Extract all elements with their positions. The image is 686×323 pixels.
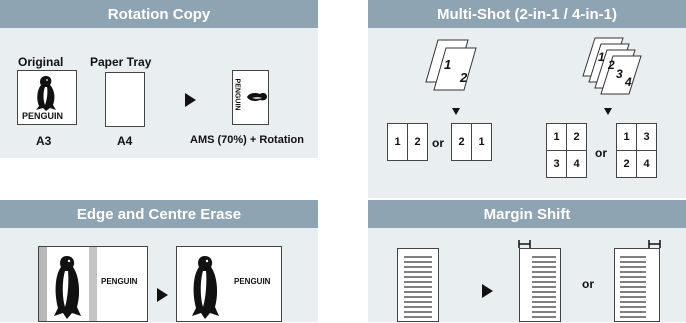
layout-4in1-cell: 3 xyxy=(546,150,567,178)
layout-2in1-cell: 1 xyxy=(471,123,492,161)
penguin-image xyxy=(192,256,219,319)
rotated-penguin-image xyxy=(247,93,267,101)
text-lines xyxy=(620,256,646,318)
edge-centre-erase-title: Edge and Centre Erase xyxy=(0,200,318,228)
penguin-text: PENGUIN xyxy=(22,111,64,121)
or-label: or xyxy=(582,277,594,291)
arrow-right-icon xyxy=(482,284,493,298)
layout-4in1-cell: 1 xyxy=(616,123,637,151)
multi-shot-title: Multi-Shot (2-in-1 / 4-in-1) xyxy=(368,0,686,28)
penguin-image xyxy=(36,76,56,111)
tray-size-label: A4 xyxy=(117,134,133,148)
layout-4in1-cell: 2 xyxy=(566,123,587,151)
edge-centre-erase-panel: Edge and Centre Erase PENGUIN PENGUIN xyxy=(0,200,318,322)
book-original-page: PENGUIN xyxy=(38,246,148,322)
right-shift-page xyxy=(614,248,660,322)
sheet-number: 3 xyxy=(616,67,623,81)
text-lines xyxy=(532,256,556,318)
arrow-right-icon xyxy=(157,288,168,302)
left-shift-page xyxy=(519,248,561,322)
sheet-number: 1 xyxy=(444,57,452,72)
or-label: or xyxy=(432,136,444,150)
original-size-label: A3 xyxy=(36,134,52,148)
four-sheet-stack-icon xyxy=(582,37,642,95)
sheet-number: 4 xyxy=(625,75,632,89)
paper-tray-a4-page xyxy=(105,72,145,127)
margin-shift-panel: Margin Shift xyxy=(368,200,686,322)
paper-tray-label: Paper Tray xyxy=(90,55,152,69)
sheet-number: 1 xyxy=(598,50,605,64)
rotated-result-page: PENGUIN xyxy=(232,70,269,125)
layout-2in1-cell: 1 xyxy=(387,123,408,161)
layout-4in1-cell: 2 xyxy=(616,150,637,178)
centre-shadow xyxy=(89,247,97,321)
penguin-text: PENGUIN xyxy=(234,277,271,286)
arrow-down-icon xyxy=(452,108,460,115)
or-label: or xyxy=(595,146,607,160)
penguin-image xyxy=(54,256,81,319)
margin-shift-title: Margin Shift xyxy=(368,200,686,228)
text-lines xyxy=(404,256,432,318)
original-label: Original xyxy=(18,55,64,69)
result-label: AMS (70%) + Rotation xyxy=(190,134,304,146)
sheet-number: 2 xyxy=(608,58,615,72)
erased-result-page: PENGUIN xyxy=(176,246,282,322)
arrow-right-icon xyxy=(185,93,196,107)
two-sheet-stack-icon xyxy=(425,39,477,91)
penguin-text: PENGUIN xyxy=(101,277,138,286)
layout-2in1-cell: 2 xyxy=(407,123,428,161)
edge-shadow-left xyxy=(39,247,47,321)
layout-4in1-cell: 1 xyxy=(546,123,567,151)
layout-2in1-cell: 2 xyxy=(451,123,472,161)
margin-marker-icon xyxy=(648,240,661,248)
sheet-number: 2 xyxy=(460,70,468,85)
rotation-copy-title: Rotation Copy xyxy=(0,0,318,28)
original-a3-page: PENGUIN xyxy=(17,70,77,125)
original-lined-page xyxy=(397,248,439,322)
layout-4in1-cell: 3 xyxy=(636,123,657,151)
layout-4in1-cell: 4 xyxy=(636,150,657,178)
rotation-copy-panel: Rotation Copy Original Paper Tray PENGUI… xyxy=(0,0,318,158)
arrow-down-icon xyxy=(604,108,612,115)
layout-4in1-cell: 4 xyxy=(566,150,587,178)
rotated-penguin-text: PENGUIN xyxy=(233,78,241,111)
margin-marker-icon xyxy=(518,240,531,248)
multi-shot-panel: Multi-Shot (2-in-1 / 4-in-1) 1 2 1 2 3 4… xyxy=(368,0,686,198)
